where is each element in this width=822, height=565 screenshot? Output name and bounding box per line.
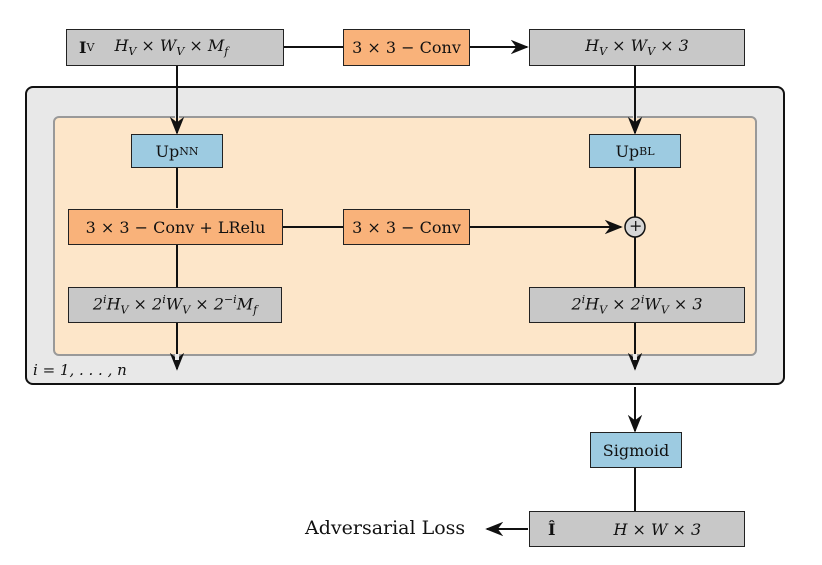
rgb-upsampled-dims: 2iHV × 2iWV × 3 xyxy=(571,293,703,317)
conv-lrelu-box: 3 × 3 − Conv + LRelu xyxy=(68,209,283,245)
top-conv-box: 3 × 3 − Conv xyxy=(343,29,470,66)
feature-dims: 2iHV × 2iWV × 2−iMf xyxy=(92,293,258,317)
upsample-bl-label: Up xyxy=(615,141,640,161)
rgb-tensor-box: HV × WV × 3 xyxy=(529,29,745,66)
output-dims: H × W × 3 xyxy=(613,519,702,539)
loop-index-label: i = 1, . . . , n xyxy=(33,361,127,379)
input-dims: HV × WV × Mf xyxy=(114,36,229,59)
mid-conv-box: 3 × 3 − Conv xyxy=(343,209,470,245)
rgb-dims: HV × WV × 3 xyxy=(585,36,689,59)
output-tensor-box: Î H × W × 3 xyxy=(529,511,745,547)
adversarial-loss-label: Adversarial Loss xyxy=(305,517,466,539)
upsample-nn-sub: NN xyxy=(179,144,199,158)
output-symbol: Î xyxy=(548,519,556,539)
sum-node xyxy=(624,216,646,238)
feature-tensor-box: 2iHV × 2iWV × 2−iMf xyxy=(68,287,282,323)
upsample-bl-sub: BL xyxy=(639,144,655,158)
input-symbol-sub: V xyxy=(86,41,95,54)
upsample-nn-label: Up xyxy=(155,141,180,161)
rgb-upsampled-box: 2iHV × 2iWV × 3 xyxy=(529,287,745,323)
sum-symbol: + xyxy=(629,216,643,235)
input-symbol: I xyxy=(79,38,87,57)
sigmoid-box: Sigmoid xyxy=(590,432,682,468)
